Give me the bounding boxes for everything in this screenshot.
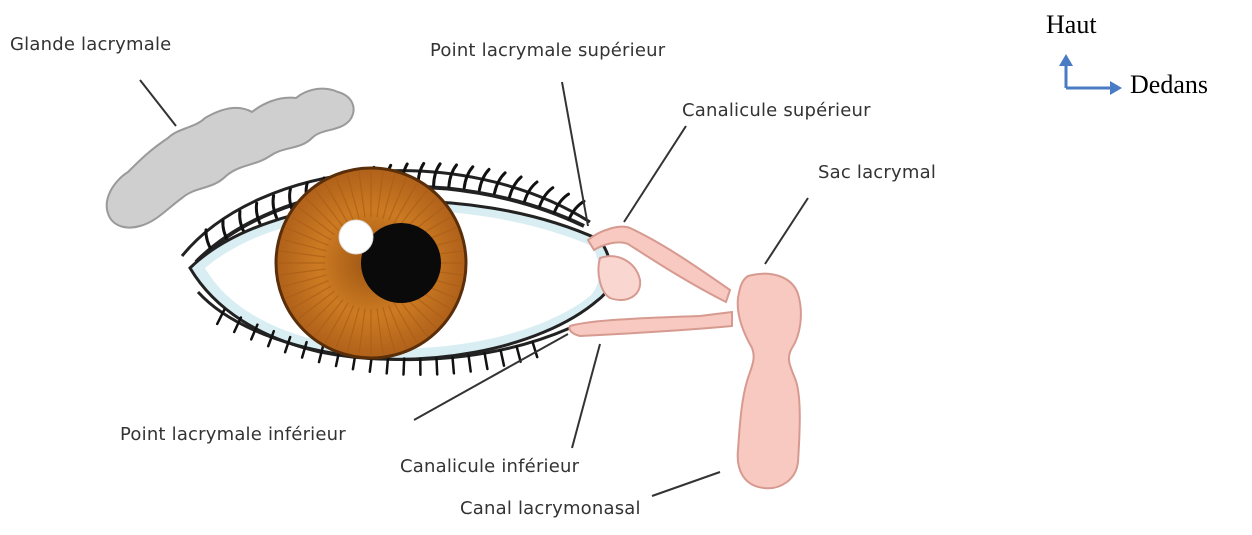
upper-eyelash (256, 203, 260, 225)
lower-eyelash (387, 358, 388, 374)
orientation-up-label: Haut (1046, 10, 1097, 40)
lower-eyelash (469, 356, 471, 372)
leader-glande (140, 80, 176, 126)
lower-eyelash (437, 359, 438, 375)
lower-eyelash (453, 357, 454, 373)
inferior-canaliculus (569, 312, 732, 336)
lower-eyelash (517, 346, 521, 361)
lacrimal-sac-and-duct (738, 274, 801, 489)
upper-eyelash (273, 196, 277, 219)
lower-eyelash (533, 342, 538, 357)
label-glande-lacrymale: Glande lacrymale (10, 34, 171, 55)
label-sac-lacrymal: Sac lacrymal (818, 162, 936, 183)
orientation-inward-label: Dedans (1130, 70, 1208, 100)
caruncle (598, 256, 640, 300)
label-point-lacrymale-inferieur: Point lacrymale inférieur (120, 424, 346, 445)
lower-eyelash (485, 353, 488, 369)
label-point-lacrymale-superieur: Point lacrymale supérieur (430, 40, 665, 61)
lower-eyelash (404, 359, 405, 375)
lower-eyelash (501, 350, 504, 366)
right-arrow-head (1110, 81, 1122, 95)
upper-eyelash (434, 164, 441, 186)
upper-eyelash (206, 230, 212, 252)
label-canalicule-inferieur: Canalicule inférieur (400, 456, 579, 477)
leader-point-superieur (562, 82, 588, 226)
leader-canalicule-inferieur (572, 344, 600, 448)
eye-highlight (339, 220, 373, 254)
leader-sac (765, 198, 808, 264)
label-canalicule-superieur: Canalicule supérieur (682, 100, 871, 121)
up-arrow-head (1059, 54, 1073, 66)
leader-canal-lacrymonasal (652, 472, 720, 496)
orientation-arrows (1059, 54, 1122, 95)
leader-canalicule-superieur (624, 126, 686, 222)
label-canal-lacrymonasal: Canal lacrymonasal (460, 498, 641, 519)
